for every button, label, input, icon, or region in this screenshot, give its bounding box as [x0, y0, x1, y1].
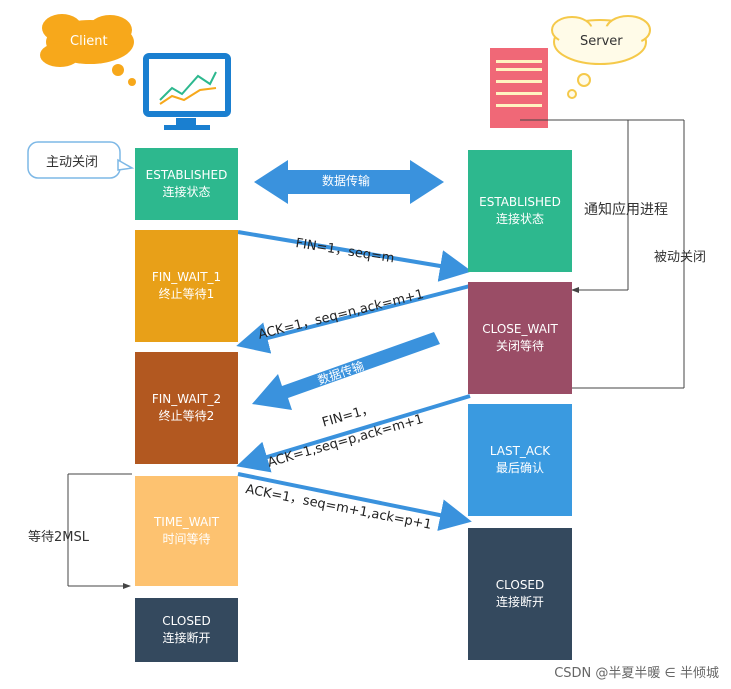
- server-thought-bubble: [551, 15, 651, 99]
- wait-2msl-label: 等待2MSL: [28, 530, 89, 545]
- ack2-arrow: [237, 472, 472, 531]
- wait-2msl-bracket: [67, 473, 132, 589]
- ack1-arrow: [236, 284, 471, 354]
- passive-close-label: 被动关闭: [654, 250, 707, 265]
- notify-app-label: 通知应用进程: [584, 202, 668, 218]
- fin1-arrow: [237, 230, 472, 282]
- client-label: Client: [70, 34, 108, 49]
- data-transfer-top-label: 数据传输: [322, 174, 371, 188]
- active-close-label: 主动关闭: [46, 155, 99, 170]
- client-thought-bubble: [40, 14, 136, 86]
- monitor-icon: [143, 53, 231, 130]
- fin2-arrow: [236, 394, 471, 473]
- server-icon: [490, 48, 548, 128]
- watermark: CSDN @半夏半暖 ∈ 半倾城: [554, 666, 719, 681]
- data-transfer-mid-arrow: [252, 332, 440, 410]
- server-label: Server: [580, 34, 623, 49]
- active-close-bubble: [27, 141, 135, 179]
- data-transfer-double-arrow: [254, 160, 444, 204]
